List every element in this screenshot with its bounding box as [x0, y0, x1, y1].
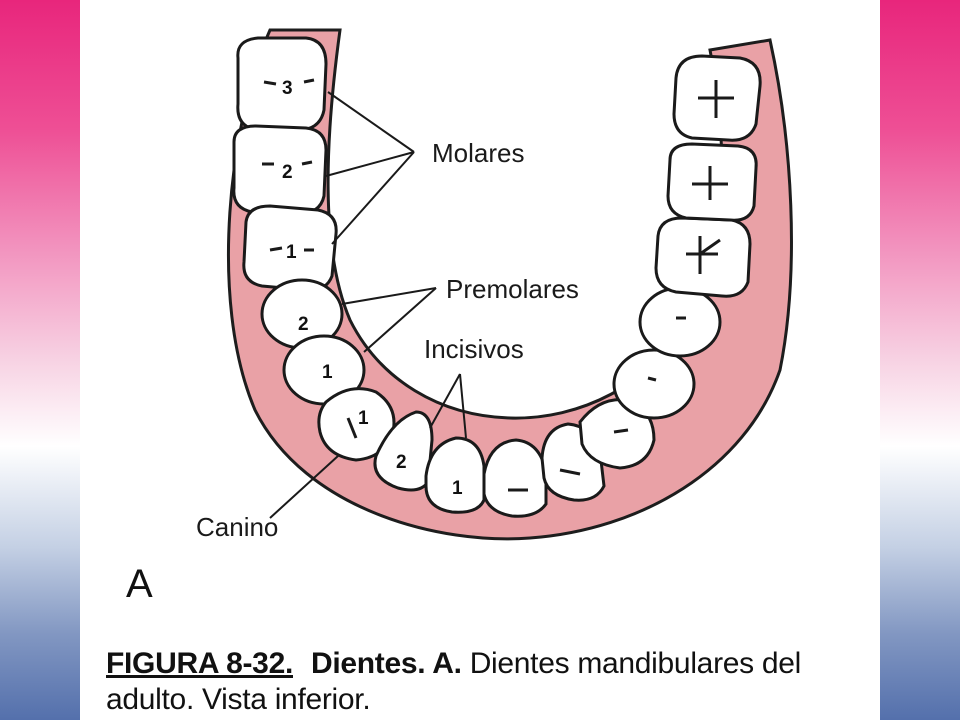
molar-3-left [236, 36, 328, 132]
tooth-number-canine: 1 [358, 408, 369, 429]
premolar-2-right [638, 286, 722, 358]
cusp-marks [262, 78, 734, 492]
label-molares: Molares [432, 138, 524, 168]
panel-letter: A [126, 562, 153, 606]
molar-1-left [242, 204, 338, 292]
tooth-number-premolar-1: 1 [322, 362, 333, 383]
incisor-1-left [424, 436, 486, 514]
tooth-number-incisor-2: 2 [396, 452, 407, 473]
label-premolares: Premolares [446, 274, 579, 304]
mandibular-teeth-diagram: 3 2 1 2 1 1 2 1 Molares Premolares Incis… [196, 28, 793, 542]
caption-line1-rest: Dientes mandibulares del [469, 647, 802, 680]
label-incisivos: Incisivos [424, 334, 524, 364]
figure-caption: FIGURA 8-32. Dientes. A. Dientes mandibul… [106, 646, 880, 718]
leader-lines [269, 91, 467, 519]
caption-title: Dientes. A. [311, 647, 462, 680]
tooth-number-molar-2: 2 [282, 162, 293, 183]
tooth-number-incisor-1: 1 [452, 478, 463, 499]
incisor-1-right [482, 438, 548, 518]
left-decorative-band [0, 0, 80, 720]
caption-line-1: FIGURA 8-32. Dientes. A. Dientes mandibul… [106, 646, 880, 682]
slide: 3 2 1 2 1 1 2 1 Molares Premolares Incis… [80, 0, 880, 720]
molar-1-right [654, 216, 752, 298]
caption-line-2: adulto. Vista inferior. [106, 683, 371, 716]
caption-figure-number: FIGURA 8-32. [106, 647, 293, 680]
tooth-number-molar-3: 3 [282, 78, 293, 99]
molar-2-left [232, 124, 328, 216]
premolar-1-right [612, 348, 696, 420]
right-decorative-band [880, 0, 960, 720]
label-canino: Canino [196, 512, 278, 542]
tooth-number-molar-1: 1 [286, 242, 297, 263]
canine-right [578, 397, 656, 470]
tooth-number-premolar-2: 2 [298, 314, 309, 335]
molar-2-right [666, 142, 758, 222]
